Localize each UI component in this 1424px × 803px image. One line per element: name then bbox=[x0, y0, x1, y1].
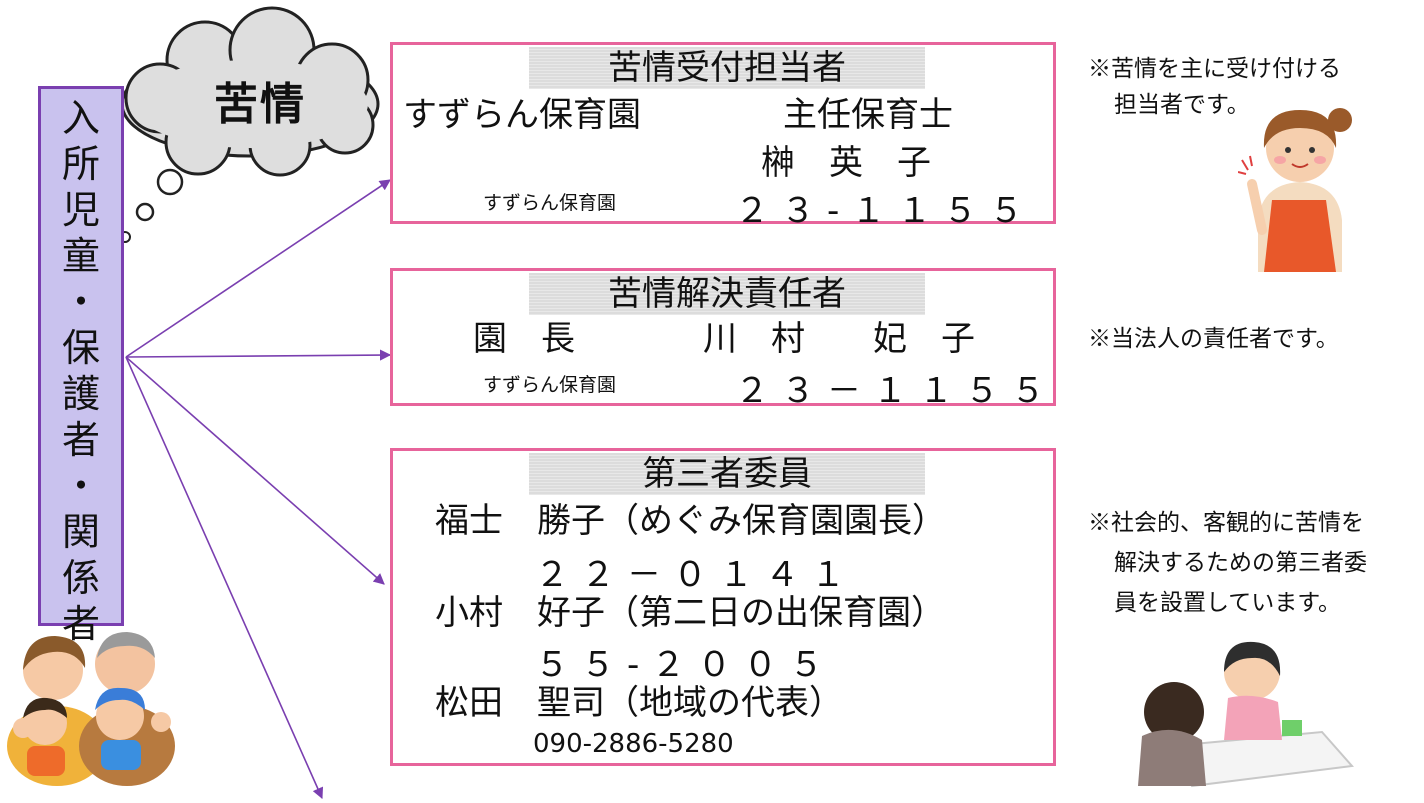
box1-small-org: すずらん保育園 bbox=[483, 192, 617, 214]
consultation-illustration bbox=[1138, 641, 1355, 788]
label-char: 所 bbox=[61, 142, 100, 186]
label-char: ・ bbox=[61, 280, 100, 324]
note3-line2: 解決するための第三者委 bbox=[1114, 550, 1367, 576]
box2-title: 苦情解決責任者 bbox=[529, 273, 925, 315]
note1-line1: ※苦情を主に受け付ける bbox=[1088, 56, 1341, 82]
note1-line2: 担当者です。 bbox=[1114, 92, 1250, 118]
member-name: 福士 勝子（めぐみ保育園園長） bbox=[435, 501, 947, 541]
label-char: ・ bbox=[61, 464, 100, 508]
family-illustration bbox=[7, 632, 175, 786]
note2: ※当法人の責任者です。 bbox=[1088, 326, 1339, 352]
arrow-to-box2 bbox=[125, 349, 392, 361]
box2-role: 園 長 bbox=[473, 319, 575, 359]
staff-illustration bbox=[1238, 108, 1352, 272]
note3-line1: ※社会的、客観的に苦情を bbox=[1088, 510, 1364, 536]
cloud-text: 苦情 bbox=[214, 79, 306, 130]
label-char: 係 bbox=[61, 556, 100, 600]
complainant-label: 入所児童・保護者・関係者 bbox=[38, 86, 124, 646]
box1-role: 主任保育士 bbox=[783, 95, 953, 135]
member-tel: ５５-２００５ bbox=[535, 645, 836, 685]
box2-tel: ２３－１１５５ bbox=[735, 371, 1057, 411]
third-party-box: 第三者委員 福士 勝子（めぐみ保育園園長） ２２－０１４１ 小村 好子（第二日の… bbox=[390, 448, 1056, 766]
member-tel: 090-2886-5280 bbox=[533, 729, 734, 759]
label-char: 護 bbox=[61, 372, 100, 416]
complaint-receiver-box: 苦情受付担当者 すずらん保育園 主任保育士 榊 英 子 すずらん保育園 ２３-１… bbox=[390, 42, 1056, 231]
label-char: 童 bbox=[61, 234, 100, 278]
box1-org: すずらん保育園 bbox=[403, 95, 641, 135]
label-char: 入 bbox=[61, 96, 100, 140]
box2-name: 川 村 妃 子 bbox=[703, 319, 975, 359]
thought-cloud bbox=[119, 6, 380, 243]
member-name: 松田 聖司（地域の代表） bbox=[435, 683, 843, 723]
arrow-to-box1 bbox=[125, 179, 391, 358]
arrow-down bbox=[125, 356, 324, 800]
member-tel: ２２－０１４１ bbox=[535, 555, 857, 595]
box2-small-org: すずらん保育園 bbox=[483, 374, 617, 396]
box1-name: 榊 英 子 bbox=[761, 143, 931, 183]
box1-tel: ２３-１１５５ bbox=[735, 191, 1036, 231]
member-name: 小村 好子（第二日の出保育園） bbox=[435, 593, 945, 633]
label-char: 関 bbox=[61, 510, 100, 554]
box3-title: 第三者委員 bbox=[529, 453, 925, 495]
label-char: 児 bbox=[61, 188, 100, 232]
box1-title: 苦情受付担当者 bbox=[529, 47, 925, 89]
label-char: 者 bbox=[61, 418, 100, 462]
resolution-manager-box: 苦情解決責任者 園 長 川 村 妃 子 すずらん保育園 ２３－１１５５ bbox=[390, 268, 1056, 411]
label-char: 保 bbox=[61, 326, 100, 370]
arrow-to-box3 bbox=[125, 356, 385, 585]
note3-line3: 員を設置しています。 bbox=[1114, 590, 1342, 616]
